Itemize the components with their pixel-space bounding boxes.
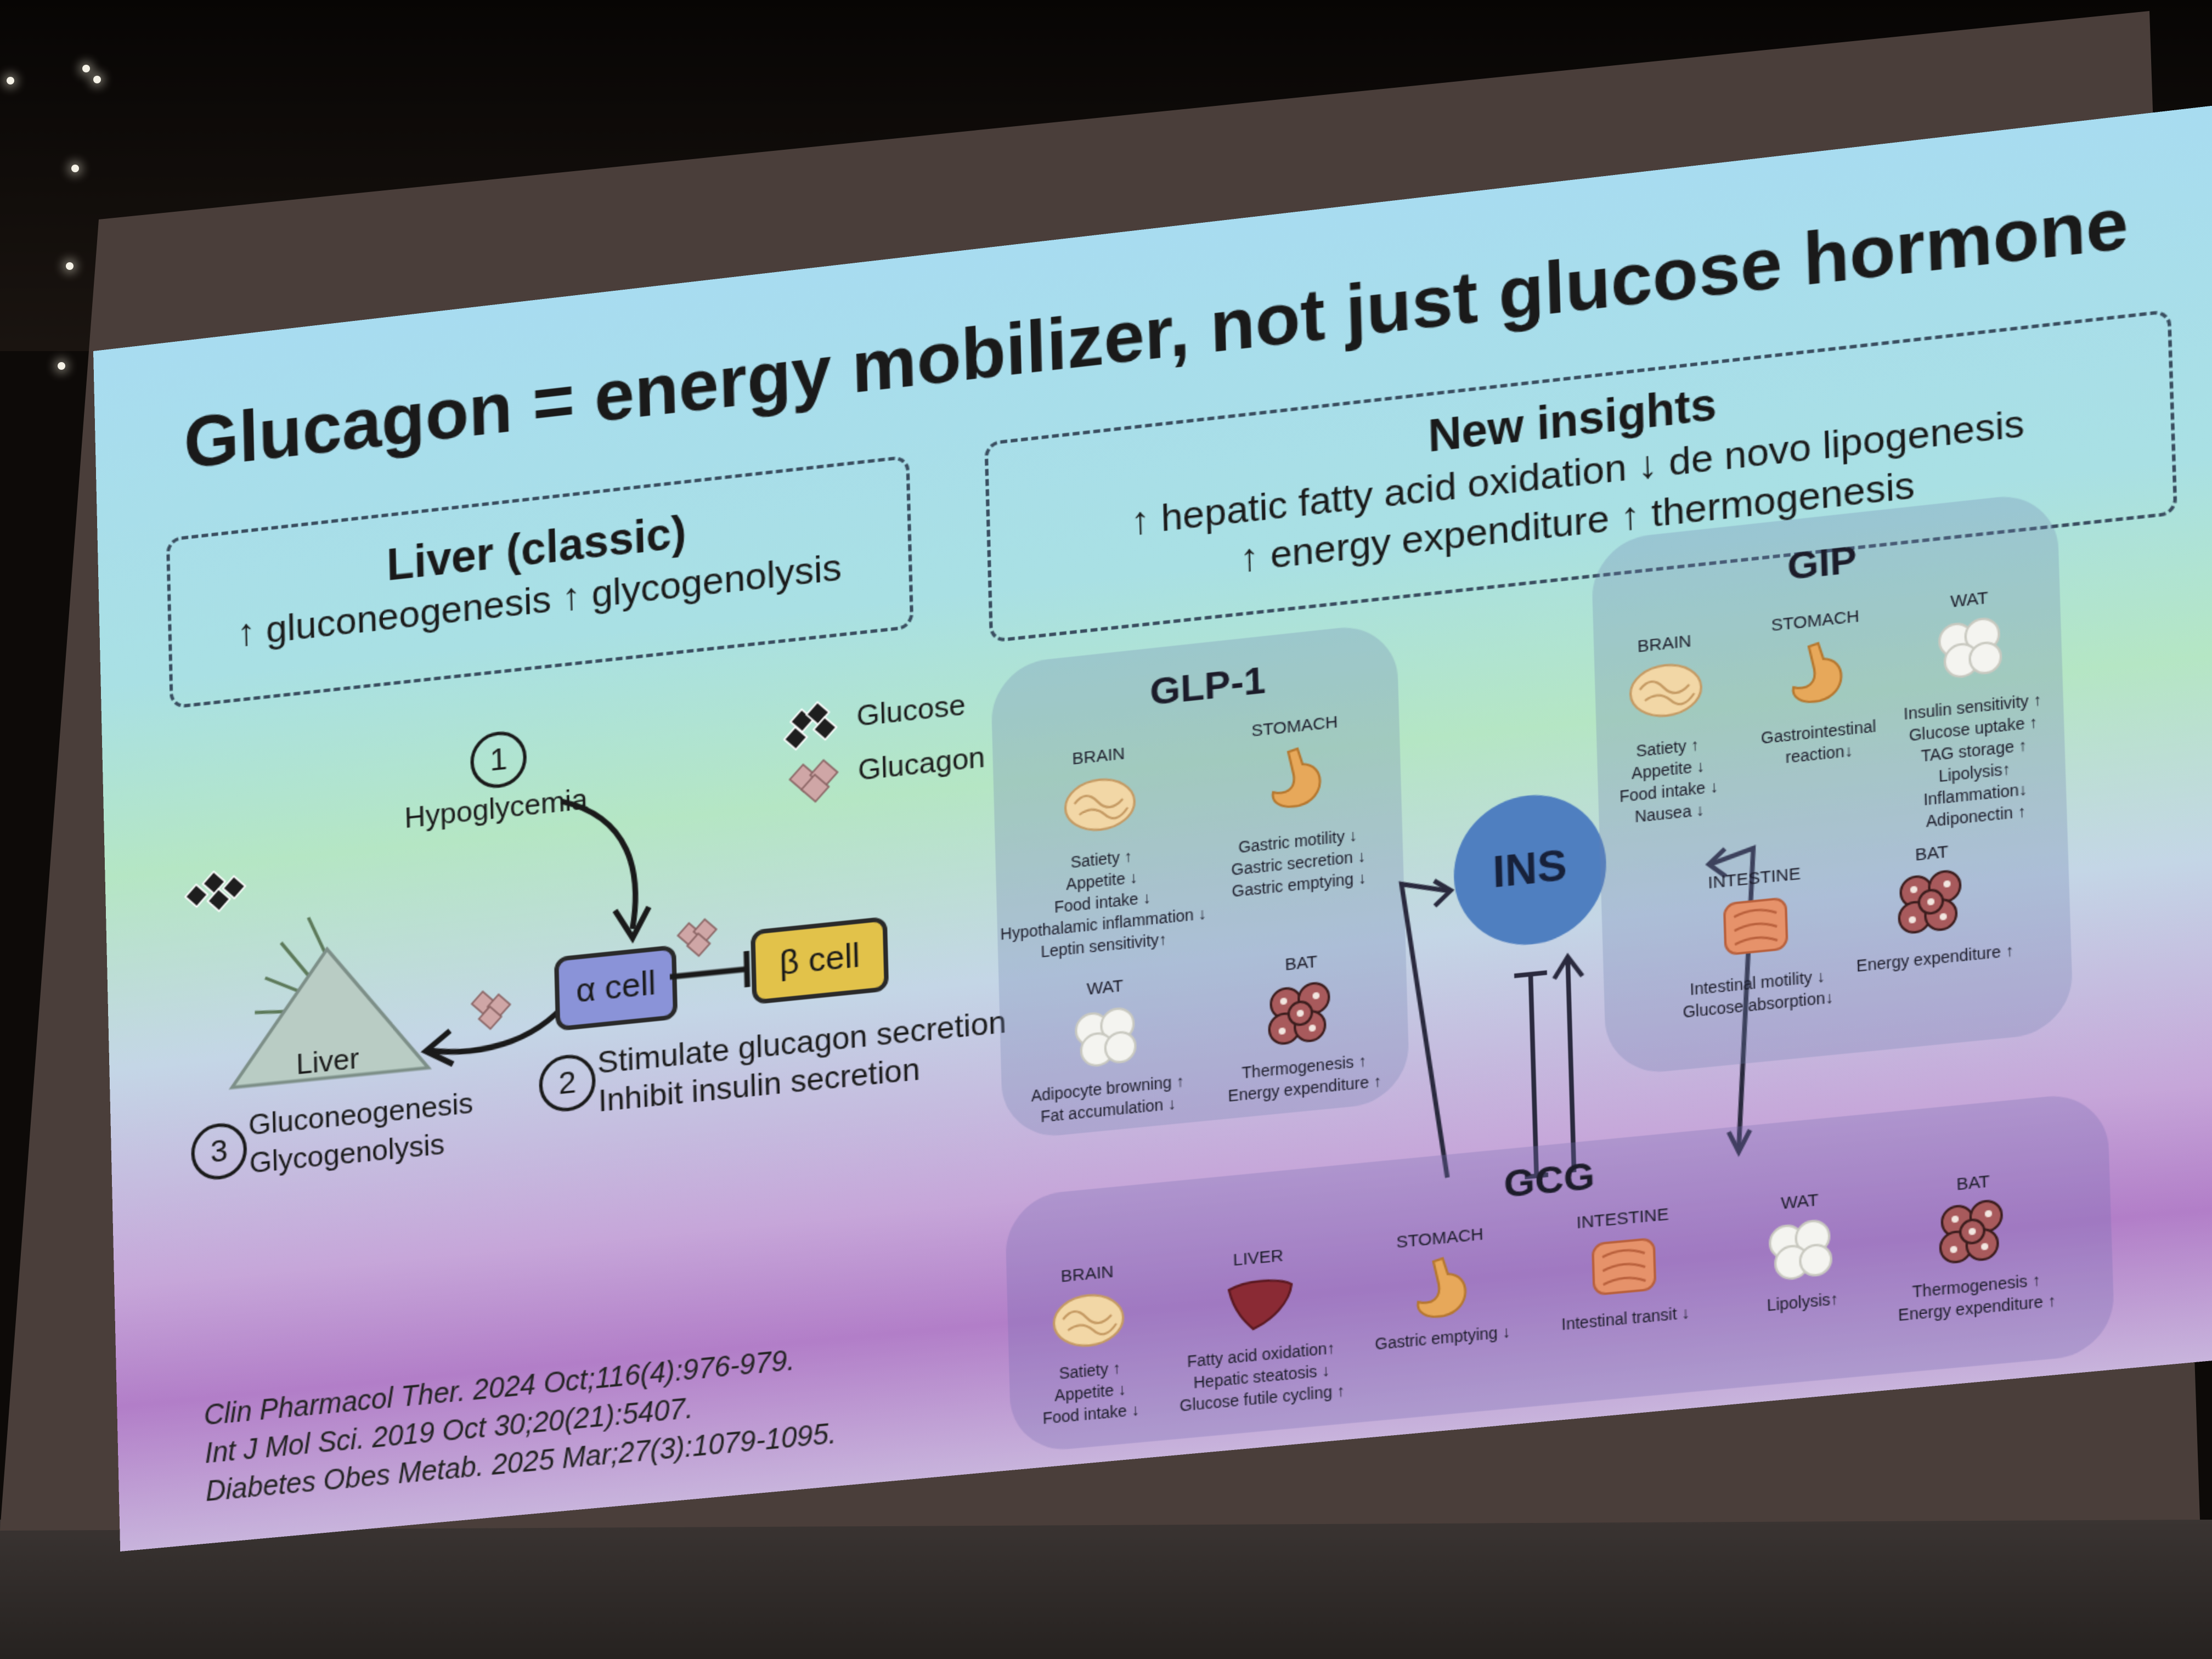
glucose-icon	[778, 687, 848, 751]
glp1-wat-effects: Adipocyte browning ↑ Fat accumulation ↓	[1031, 1070, 1186, 1128]
glp1-panel: GLP-1 BRAIN Satiety ↑ Appetite ↓ Food in…	[990, 622, 1410, 1141]
gcg-wat-effects: Lipolysis↑	[1767, 1288, 1839, 1317]
wat-icon	[1765, 1217, 1838, 1284]
legend-glucagon-label: Glucagon	[857, 740, 986, 787]
gip-wat-effects: Insulin sensitivity ↑ Glucose uptake ↑ T…	[1903, 689, 2045, 835]
glp1-stomach-label: STOMACH	[1251, 712, 1339, 741]
glucose-release-arrows	[173, 830, 400, 1043]
effect-line: Energy expenditure ↑	[1856, 941, 2015, 975]
liver-icon	[1224, 1273, 1295, 1336]
floor-area	[0, 1520, 2212, 1659]
step-3-number: 3	[190, 1120, 248, 1182]
step-1-number: 1	[470, 729, 528, 791]
gip-bat-effects: Energy expenditure ↑	[1856, 940, 2014, 978]
liver-triangle	[227, 933, 431, 1099]
legend-glucose-label: Glucose	[856, 687, 966, 733]
gcg-stomach-effects: Gastric emptying ↓	[1375, 1321, 1511, 1356]
bat-icon	[1938, 1198, 2011, 1267]
gip-intestine-effects: Intestinal motility ↓ Glucose absorption…	[1681, 965, 1834, 1024]
brain-icon	[1627, 658, 1704, 723]
glp1-wat-label: WAT	[1086, 976, 1124, 1000]
ceiling-light	[82, 65, 90, 72]
gcg-stomach-label: STOMACH	[1396, 1224, 1484, 1252]
gcg-title: GCG	[1503, 1154, 1595, 1207]
glucagon-icon	[780, 746, 850, 805]
wat-icon	[1934, 614, 2007, 682]
gcg-bat-effects: Thermogenesis ↑ Energy expenditure ↑	[1897, 1268, 2056, 1327]
gip-stomach-label: STOMACH	[1770, 606, 1860, 636]
beta-cell: β cell	[750, 916, 889, 1005]
alpha-inhibits-beta-line	[666, 899, 770, 1000]
effect-line: Intestinal transit ↓	[1561, 1303, 1690, 1334]
glp1-title: GLP-1	[1149, 658, 1266, 714]
gcg-bat-label: BAT	[1956, 1171, 1990, 1195]
gip-intestine-label: INTESTINE	[1707, 864, 1801, 893]
glp1-brain-label: BRAIN	[1071, 744, 1126, 769]
gip-stomach-effects: Gastrointestinal reaction↓	[1760, 715, 1877, 771]
gcg-wat-label: WAT	[1780, 1190, 1819, 1214]
alpha-cell: α cell	[554, 945, 678, 1031]
ceiling-light	[71, 165, 79, 172]
glucagon-to-liver-arrow	[417, 968, 589, 1086]
gip-bat-label: BAT	[1915, 842, 1949, 866]
ceiling-light	[93, 76, 101, 83]
ceiling-light	[7, 77, 14, 84]
gip-wat-label: WAT	[1950, 588, 1989, 612]
liver-label: Liver	[296, 1041, 360, 1081]
gcg-brain-effects: Satiety ↑ Appetite ↓ Food intake ↓	[1041, 1356, 1140, 1430]
effect-line: Lipolysis↑	[1766, 1289, 1839, 1314]
gip-panel: GIP BRAIN Satiety ↑ Appetite ↓ Food inta…	[1590, 490, 2074, 1077]
gcg-liver-effects: Fatty acid oxidation↑ Hepatic steatosis …	[1178, 1336, 1345, 1417]
gcg-panel: GCG BRAIN Satiety ↑ Appetite ↓ Food inta…	[1004, 1091, 2115, 1454]
wat-icon	[1071, 1005, 1142, 1070]
stomach-icon	[1262, 741, 1329, 816]
gcg-intestine-label: INTESTINE	[1576, 1204, 1669, 1233]
effect-line: Gastric emptying ↓	[1374, 1322, 1511, 1353]
stomach-icon	[1782, 635, 1851, 711]
gip-title: GIP	[1786, 538, 1858, 589]
ceiling-light	[66, 262, 74, 270]
glp1-bat-label: BAT	[1284, 952, 1318, 975]
liver-classic-box: Liver (classic) ↑ gluconeogenesis ↑ glyc…	[166, 455, 914, 709]
bat-icon	[1897, 868, 1970, 938]
slide-canvas: Glucagon = energy mobilizer, not just gl…	[93, 95, 2212, 1552]
gcg-liver-label: LIVER	[1233, 1246, 1284, 1271]
gcg-intestine-effects: Intestinal transit ↓	[1561, 1302, 1690, 1336]
gip-brain-label: BRAIN	[1637, 631, 1692, 657]
glp1-bat-effects: Thermogenesis ↑ Energy expenditure ↑	[1227, 1049, 1382, 1108]
intestine-icon	[1719, 893, 1792, 960]
gip-brain-effects: Satiety ↑ Appetite ↓ Food intake ↓ Nause…	[1618, 732, 1719, 830]
stomach-icon	[1408, 1251, 1475, 1326]
glp1-stomach-effects: Gastric motility ↓ Gastric secretion ↓ G…	[1231, 824, 1367, 902]
gcg-brain-label: BRAIN	[1060, 1262, 1114, 1287]
brain-icon	[1062, 772, 1137, 837]
brain-icon	[1051, 1289, 1126, 1352]
bat-icon	[1267, 980, 1338, 1048]
ceiling-light	[58, 362, 65, 370]
glp1-brain-effects: Satiety ↑ Appetite ↓ Food intake ↓ Hypot…	[998, 838, 1207, 967]
intestine-icon	[1588, 1233, 1660, 1300]
